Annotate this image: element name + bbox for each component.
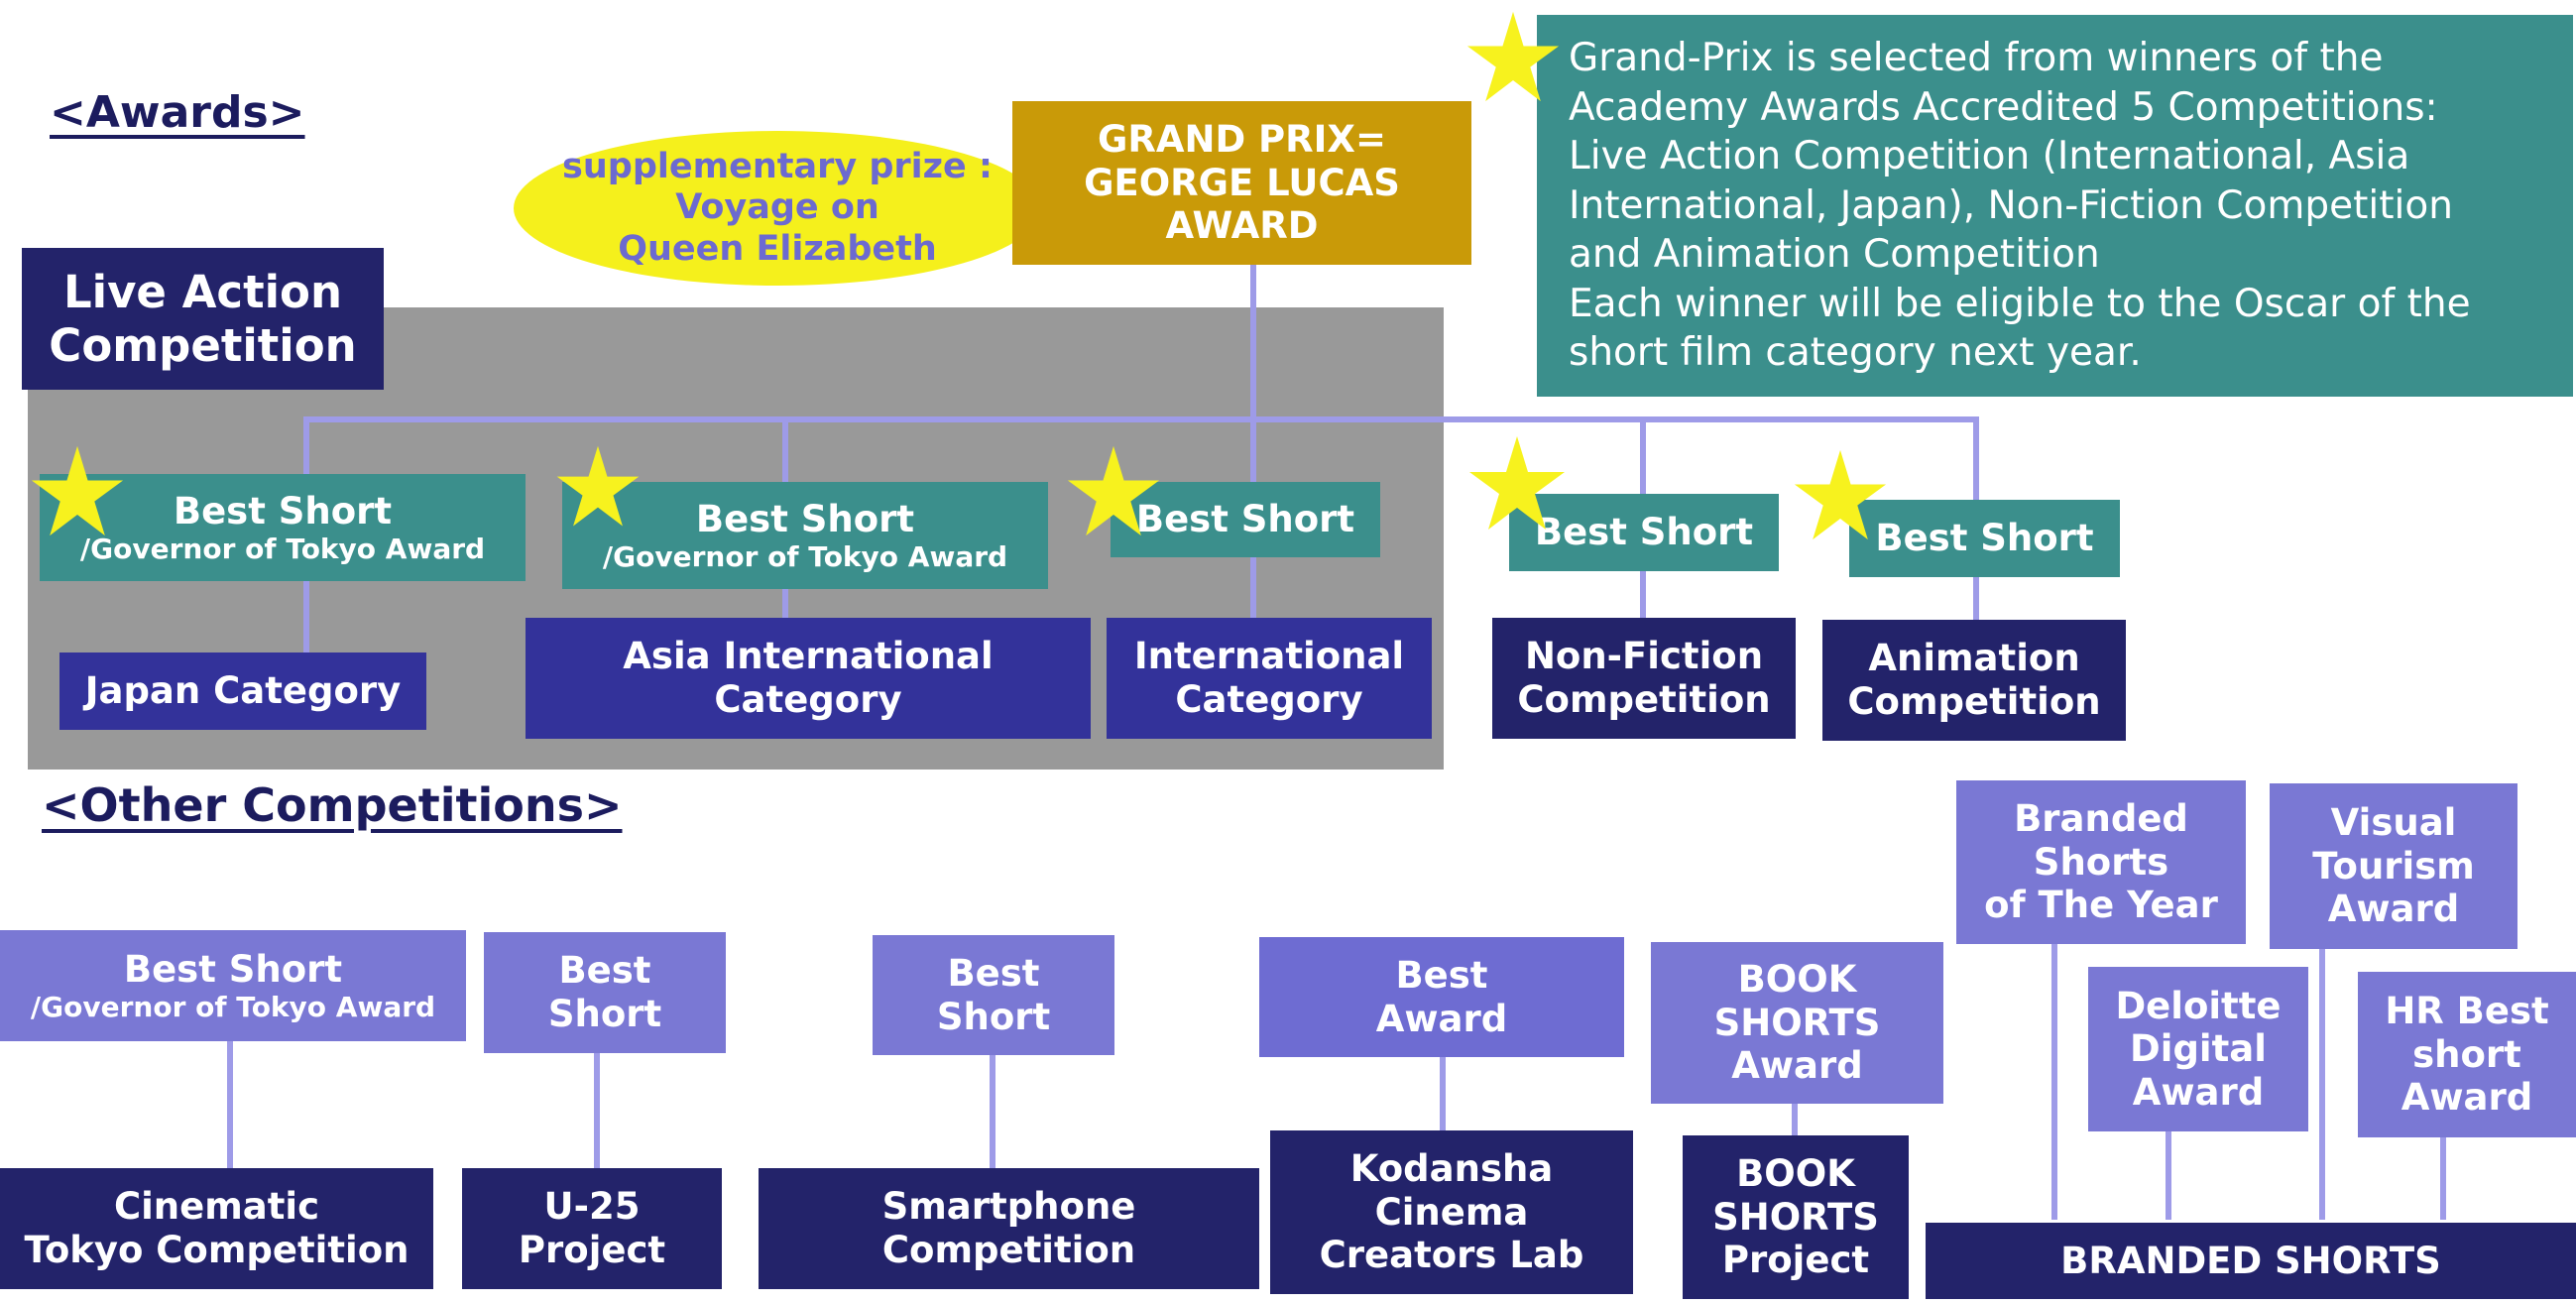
awards-heading: <Awards>: [50, 87, 305, 138]
connector-branded-year: [2051, 942, 2057, 1220]
best-short-international: Best Short: [1111, 482, 1380, 557]
connector-cinematic: [227, 1039, 233, 1170]
deloitte-digital-award: Deloitte Digital Award: [2088, 967, 2308, 1131]
award-sublabel: /Governor of Tokyo Award: [30, 991, 436, 1024]
japan-category: Japan Category: [59, 652, 426, 730]
best-short-asia: Best Short /Governor of Tokyo Award: [562, 482, 1048, 589]
award-sublabel: /Governor of Tokyo Award: [602, 540, 1008, 574]
asia-international-category: Asia International Category: [526, 618, 1091, 739]
book-shorts-project: BOOK SHORTS Project: [1683, 1135, 1909, 1299]
hr-best-short-award: HR Best short Award: [2358, 972, 2576, 1137]
connector-horizontal-bar: [303, 416, 1979, 422]
connector-japan-bottom: [303, 580, 309, 654]
other-competitions-heading: <Other Competitions>: [42, 778, 623, 832]
connector-nonfiction-top: [1640, 416, 1646, 496]
supplementary-prize: supplementary prize : Voyage on Queen El…: [514, 131, 1041, 286]
connector-nonfiction-bottom: [1640, 571, 1646, 621]
best-short-japan: Best Short /Governor of Tokyo Award: [40, 474, 526, 581]
connector-asia-top: [782, 416, 788, 484]
connector-u25: [594, 1051, 600, 1170]
best-short-cinematic: Best Short /Governor of Tokyo Award: [0, 930, 466, 1041]
smartphone-competition: Smartphone Competition: [759, 1168, 1259, 1289]
best-award-kodansha: Best Award: [1259, 937, 1624, 1057]
kodansha-cinema-creators-lab: Kodansha Cinema Creators Lab: [1270, 1130, 1633, 1294]
star-icon: [1793, 448, 1888, 543]
connector-book: [1792, 1103, 1798, 1136]
connector-animation-bottom: [1973, 577, 1979, 622]
animation-competition: Animation Competition: [1822, 620, 2126, 741]
star-icon: [1467, 434, 1567, 533]
visual-tourism-award: Visual Tourism Award: [2270, 783, 2517, 949]
star-icon: [555, 444, 641, 530]
star-icon: [1066, 444, 1161, 539]
branded-shorts-of-the-year: Branded Shorts of The Year: [1956, 780, 2246, 944]
connector-japan-top: [303, 416, 309, 476]
best-short-u25: Best Short: [484, 932, 726, 1053]
connector-smartphone: [990, 1053, 995, 1170]
connector-intl-bottom: [1250, 555, 1256, 620]
connector-grandprix-down: [1250, 263, 1256, 560]
best-short-smartphone: Best Short: [873, 935, 1114, 1055]
award-sublabel: /Governor of Tokyo Award: [79, 533, 486, 566]
best-short-animation: Best Short: [1849, 500, 2120, 577]
award-label: Best Short: [123, 947, 343, 991]
book-shorts-award: BOOK SHORTS Award: [1651, 942, 1943, 1104]
connector-visual: [2319, 947, 2325, 1220]
star-icon: [30, 444, 125, 539]
nonfiction-competition: Non-Fiction Competition: [1492, 618, 1796, 739]
star-icon: [1465, 10, 1561, 105]
grand-prix-box: GRAND PRIX= GEORGE LUCAS AWARD: [1012, 101, 1471, 265]
connector-hr: [2440, 1135, 2446, 1220]
connector-kodansha: [1440, 1055, 1446, 1130]
connector-animation-top: [1973, 416, 1979, 502]
branded-shorts-competition: BRANDED SHORTS: [1926, 1223, 2576, 1299]
connector-deloitte: [2166, 1130, 2171, 1220]
award-label: Best Short: [695, 497, 915, 540]
grand-prix-note: Grand-Prix is selected from winners of t…: [1537, 15, 2573, 397]
award-label: Best Short: [173, 489, 393, 533]
connector-asia-bottom: [782, 585, 788, 620]
international-category: International Category: [1107, 618, 1432, 739]
u25-project: U-25 Project: [462, 1168, 722, 1289]
best-short-nonfiction: Best Short: [1509, 494, 1779, 571]
live-action-title: Live Action Competition: [22, 248, 384, 390]
cinematic-tokyo-competition: Cinematic Tokyo Competition: [0, 1168, 433, 1289]
